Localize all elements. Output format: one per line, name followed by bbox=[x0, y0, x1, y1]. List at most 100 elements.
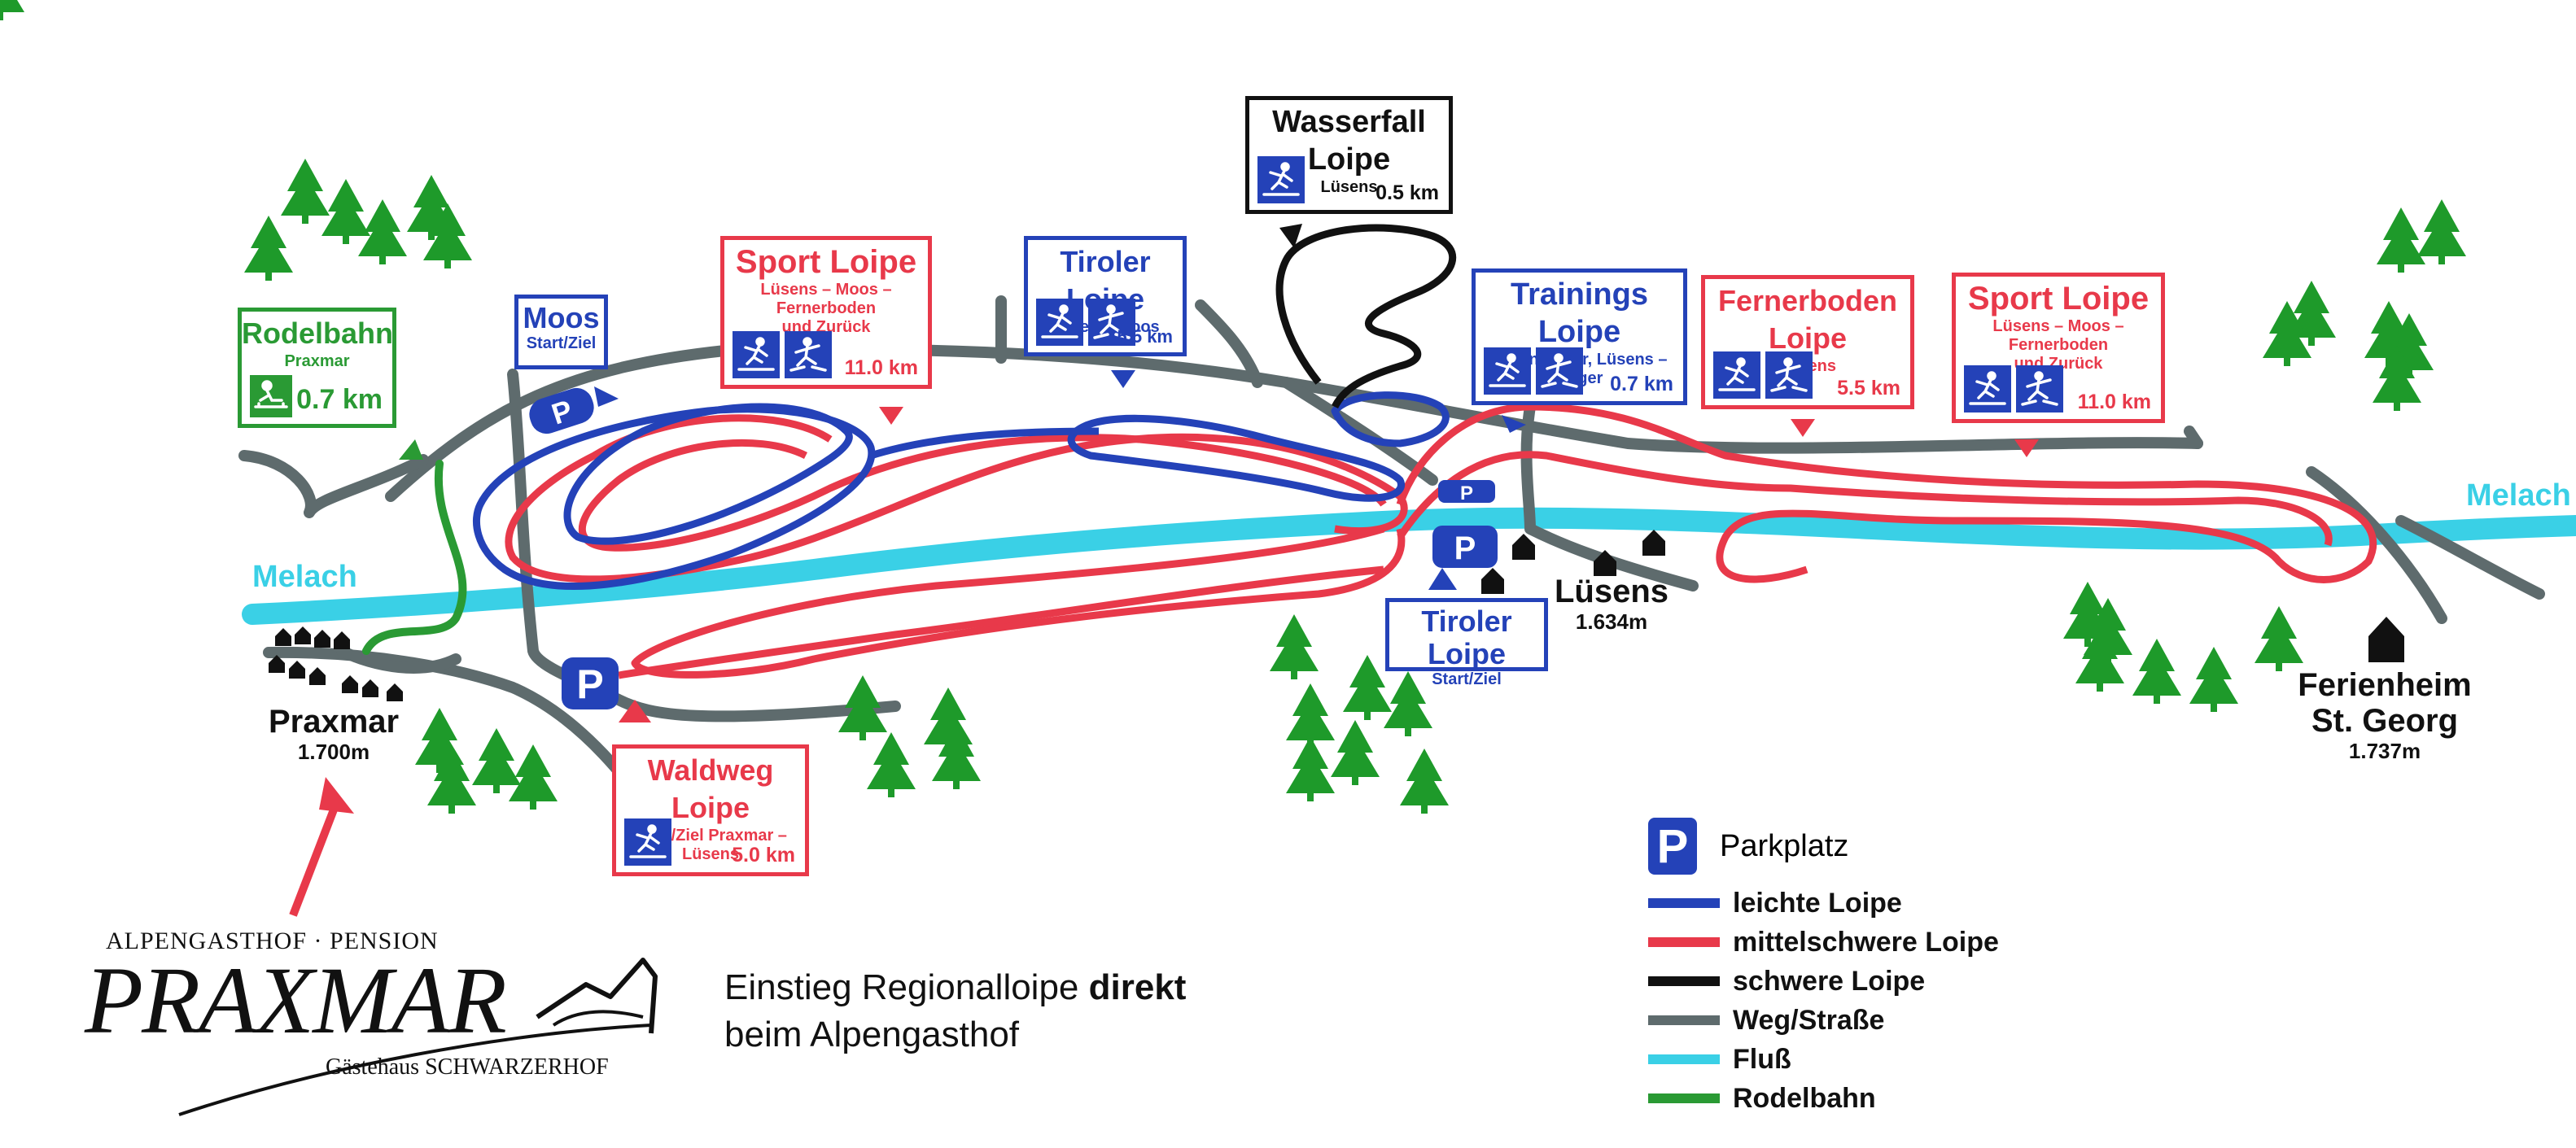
sign-distance: 5.5 km bbox=[1837, 377, 1900, 399]
sign-subtitle: Praxmar bbox=[284, 352, 350, 370]
sign-sport-loipe-east: Sport Loipe Lüsens – Moos – Fernerboden … bbox=[1952, 273, 2165, 423]
house-ferienheim bbox=[2368, 617, 2404, 662]
sign-subtitle: Lüsens – Moos – Fernerboden bbox=[760, 281, 892, 317]
hard-trail bbox=[1275, 224, 1457, 409]
sign-tiroler-loipe: Tiroler Loipe Lüsens–Moos 5.5 km bbox=[1024, 236, 1187, 356]
river-label-east: Melach bbox=[2466, 478, 2571, 513]
houses bbox=[269, 530, 2404, 701]
classic-ski-icon bbox=[1484, 347, 1531, 395]
skating-ski-icon bbox=[1536, 347, 1583, 395]
parking-markers: P P P P bbox=[529, 387, 1498, 709]
map-legend: P Parkplatz leichte Loipe mittelschwere … bbox=[1648, 814, 1999, 1118]
sign-subtitle: Start/Ziel Praxmar – Lüsens bbox=[634, 827, 787, 863]
skating-ski-icon bbox=[2016, 365, 2063, 412]
sign-rodelbahn: Rodelbahn Praxmar 0.7 km bbox=[238, 308, 396, 428]
sign-subtitle: Start/Ziel bbox=[526, 334, 597, 352]
sign-tiroler-loipe-start: Tiroler Loipe Start/Ziel bbox=[1385, 598, 1548, 688]
legend-row-easy: leichte Loipe bbox=[1648, 884, 1999, 923]
legend-row-parking: P Parkplatz bbox=[1648, 814, 1999, 879]
classic-ski-icon bbox=[1964, 365, 2011, 412]
sled-run bbox=[362, 460, 467, 655]
sign-title: Wasserfall Loipe bbox=[1272, 105, 1426, 177]
sign-subtitle: Start/Ziel bbox=[1432, 670, 1502, 688]
legend-label: Rodelbahn bbox=[1733, 1082, 1876, 1114]
place-luesens: Lüsens 1.634m bbox=[1546, 574, 1677, 634]
sign-title: Trainings Loipe bbox=[1511, 277, 1648, 349]
sign-subtitle: Lüsens – Moos – Fernerboden bbox=[1992, 317, 2124, 354]
skating-ski-icon bbox=[1088, 299, 1135, 346]
place-ferienheim: Ferienheim St. Georg 1.737m bbox=[2295, 667, 2474, 763]
sign-title: Sport Loipe bbox=[735, 244, 917, 280]
sign-distance: 5.0 km bbox=[732, 844, 795, 866]
sign-distance: 0.5 km bbox=[1375, 181, 1439, 204]
legend-label: Fluß bbox=[1733, 1043, 1791, 1075]
slogan-emphasis: direkt bbox=[1088, 967, 1187, 1007]
arrow-to-praxmar bbox=[289, 777, 354, 917]
sign-moos: Moos Start/Ziel bbox=[514, 295, 608, 369]
praxmar-logo: ALPENGASTHOF · PENSION PRAXMAR Gästehaus… bbox=[81, 928, 667, 1123]
place-altitude: 1.700m bbox=[297, 740, 370, 764]
slogan-line-2: beim Alpengasthof bbox=[724, 1015, 1020, 1054]
sign-title: Rodelbahn bbox=[242, 316, 393, 350]
logo-name: PRAXMAR bbox=[85, 947, 507, 1054]
trail-pointers bbox=[399, 224, 2039, 722]
sign-distance: 0.7 km bbox=[1610, 373, 1673, 395]
legend-row-hard: schwere Loipe bbox=[1648, 962, 1999, 1001]
legend-label: Weg/Straße bbox=[1733, 1004, 1885, 1036]
slogan-line-1: Einstieg Regionalloipe bbox=[724, 967, 1089, 1007]
classic-ski-icon bbox=[1713, 351, 1760, 399]
sign-distance: 11.0 km bbox=[844, 356, 918, 379]
legend-row-sled: Rodelbahn bbox=[1648, 1079, 1999, 1118]
legend-row-road: Weg/Straße bbox=[1648, 1001, 1999, 1040]
legend-label: Parkplatz bbox=[1720, 828, 1849, 863]
roads bbox=[238, 295, 2545, 860]
river-melach bbox=[242, 507, 2576, 625]
sign-title: Fernerboden Loipe bbox=[1717, 284, 1898, 355]
sign-title: Waldweg Loipe bbox=[647, 753, 774, 824]
sign-distance: 0.7 km bbox=[296, 384, 383, 415]
place-name: Lüsens bbox=[1554, 574, 1669, 609]
svg-text:P: P bbox=[1454, 530, 1476, 566]
place-altitude: 1.634m bbox=[1575, 609, 1648, 634]
sign-title: Moos bbox=[523, 301, 600, 334]
legend-row-river: Fluß bbox=[1648, 1040, 1999, 1079]
legend-label: leichte Loipe bbox=[1733, 887, 1902, 919]
svg-text:P: P bbox=[576, 661, 603, 707]
sign-title: Tiroler Loipe bbox=[1421, 605, 1512, 670]
cross-country-ski-icon bbox=[1257, 156, 1305, 203]
classic-ski-icon bbox=[733, 331, 780, 378]
legend-label: mittelschwere Loipe bbox=[1733, 926, 1999, 958]
place-praxmar: Praxmar 1.700m bbox=[269, 704, 399, 764]
sign-fernerboden-loipe: Fernerboden Loipe Lüsens 5.5 km bbox=[1701, 275, 1914, 409]
trees bbox=[0, 0, 2466, 814]
legend-label: schwere Loipe bbox=[1733, 965, 1926, 997]
houses-luesens bbox=[1481, 530, 1665, 594]
sign-subtitle: Lüsens bbox=[1320, 178, 1378, 196]
place-name: Ferienheim bbox=[2298, 667, 2472, 703]
sign-title: Sport Loipe bbox=[1967, 281, 2150, 316]
medium-trails bbox=[505, 403, 2377, 679]
sled-icon bbox=[250, 375, 292, 417]
svg-text:P: P bbox=[1460, 482, 1473, 504]
skating-ski-icon bbox=[1765, 351, 1813, 399]
river-label-west: Melach bbox=[252, 560, 357, 594]
place-name: Praxmar bbox=[269, 704, 400, 740]
sign-trainings-loipe: Trainings Loipe für Anfänger, Lüsens – A… bbox=[1472, 268, 1687, 405]
skating-ski-icon bbox=[785, 331, 832, 378]
sign-waldweg-loipe: Waldweg Loipe Start/Ziel Praxmar – Lüsen… bbox=[612, 744, 809, 876]
logo-subtitle: Gästehaus SCHWARZERHOF bbox=[326, 1054, 609, 1080]
sign-wasserfall-loipe: Wasserfall Loipe Lüsens 0.5 km bbox=[1245, 96, 1453, 214]
easy-trails bbox=[472, 391, 1450, 590]
place-name-2: St. Georg bbox=[2311, 703, 2459, 739]
place-altitude: 1.737m bbox=[2348, 739, 2421, 763]
sign-distance: 11.0 km bbox=[2077, 391, 2151, 413]
classic-ski-icon bbox=[1036, 299, 1083, 346]
mountain-swoosh-icon bbox=[178, 958, 658, 1116]
legend-row-medium: mittelschwere Loipe bbox=[1648, 923, 1999, 962]
parking-icon: P bbox=[1648, 818, 1697, 875]
sign-sport-loipe-west: Sport Loipe Lüsens – Moos – Fernerboden … bbox=[720, 236, 932, 389]
houses-praxmar bbox=[269, 626, 403, 701]
sign-distance: 5.5 km bbox=[1117, 326, 1174, 347]
logo-tagline: ALPENGASTHOF · PENSION bbox=[106, 928, 439, 954]
